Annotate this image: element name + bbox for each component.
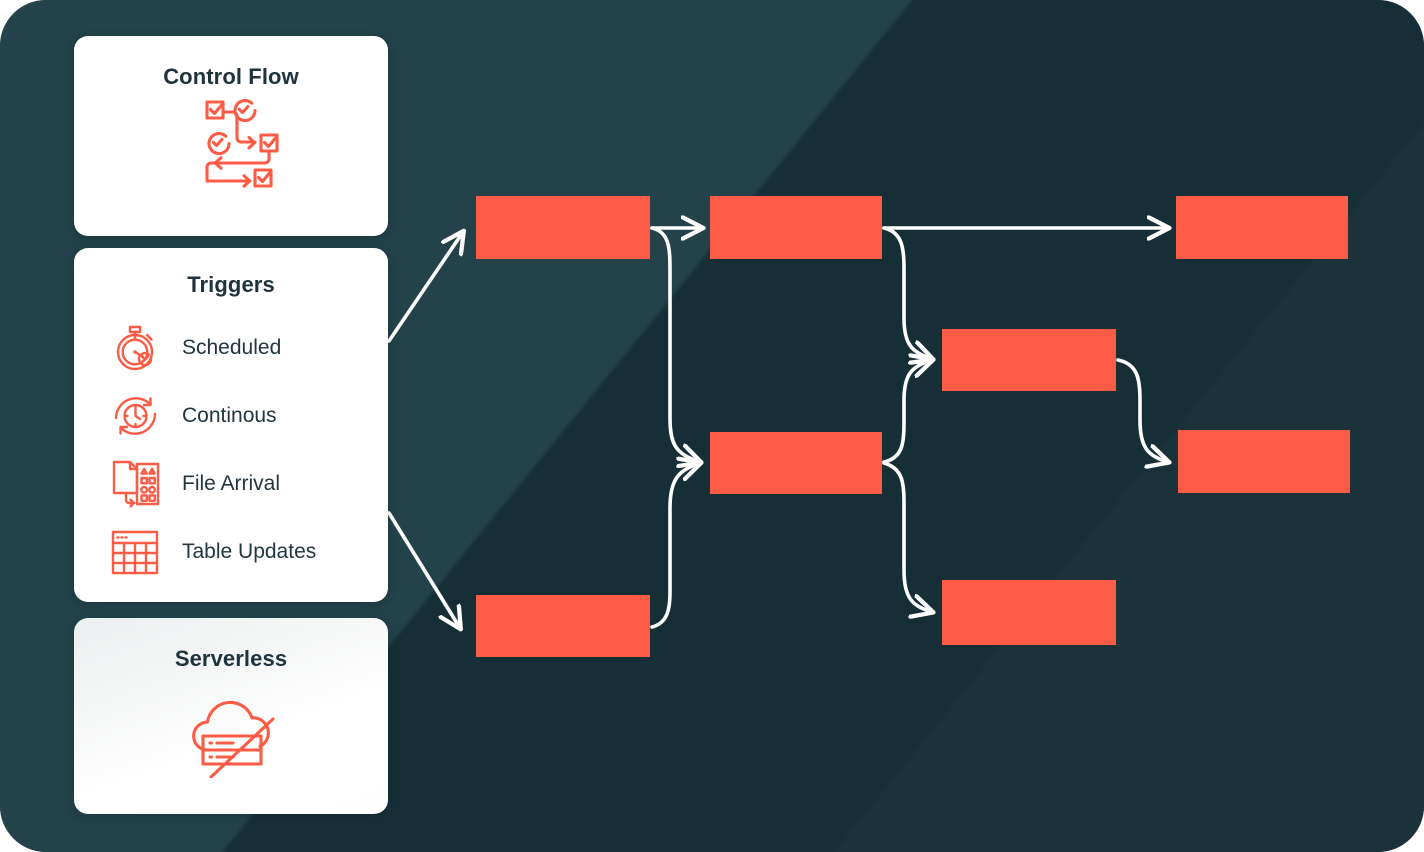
card-triggers[interactable]: Triggers bbox=[74, 248, 388, 602]
flow-node[interactable] bbox=[1176, 196, 1348, 259]
control-flow-icon bbox=[74, 98, 388, 194]
flow-node[interactable] bbox=[710, 196, 882, 259]
flow-node[interactable] bbox=[942, 580, 1116, 645]
card-control-flow[interactable]: Control Flow bbox=[74, 36, 388, 236]
trigger-item-file-arrival[interactable]: File Arrival bbox=[74, 450, 388, 518]
refresh-clock-icon bbox=[108, 390, 164, 442]
card-title-triggers: Triggers bbox=[187, 272, 275, 297]
card-title-control-flow: Control Flow bbox=[163, 64, 299, 89]
trigger-item-scheduled[interactable]: Scheduled bbox=[74, 314, 388, 382]
table-grid-icon bbox=[108, 526, 164, 578]
flow-node[interactable] bbox=[1178, 430, 1350, 493]
trigger-item-table-updates[interactable]: Table Updates bbox=[74, 518, 388, 586]
flow-node[interactable] bbox=[476, 595, 650, 657]
card-serverless[interactable]: Serverless bbox=[74, 618, 388, 814]
trigger-label-continous: Continous bbox=[182, 404, 277, 427]
flow-node[interactable] bbox=[710, 432, 882, 494]
card-title-serverless: Serverless bbox=[174, 646, 288, 671]
file-transfer-icon bbox=[108, 458, 164, 510]
trigger-label-scheduled: Scheduled bbox=[182, 336, 282, 359]
cloud-no-server-icon bbox=[74, 686, 388, 778]
trigger-list: Scheduled Continou bbox=[74, 314, 388, 586]
trigger-label-file-arrival: File Arrival bbox=[182, 472, 281, 495]
flow-node[interactable] bbox=[942, 329, 1116, 391]
trigger-label-table-updates: Table Updates bbox=[182, 540, 317, 563]
trigger-item-continous[interactable]: Continous bbox=[74, 382, 388, 450]
stopwatch-icon bbox=[108, 322, 164, 374]
flow-node[interactable] bbox=[476, 196, 650, 259]
